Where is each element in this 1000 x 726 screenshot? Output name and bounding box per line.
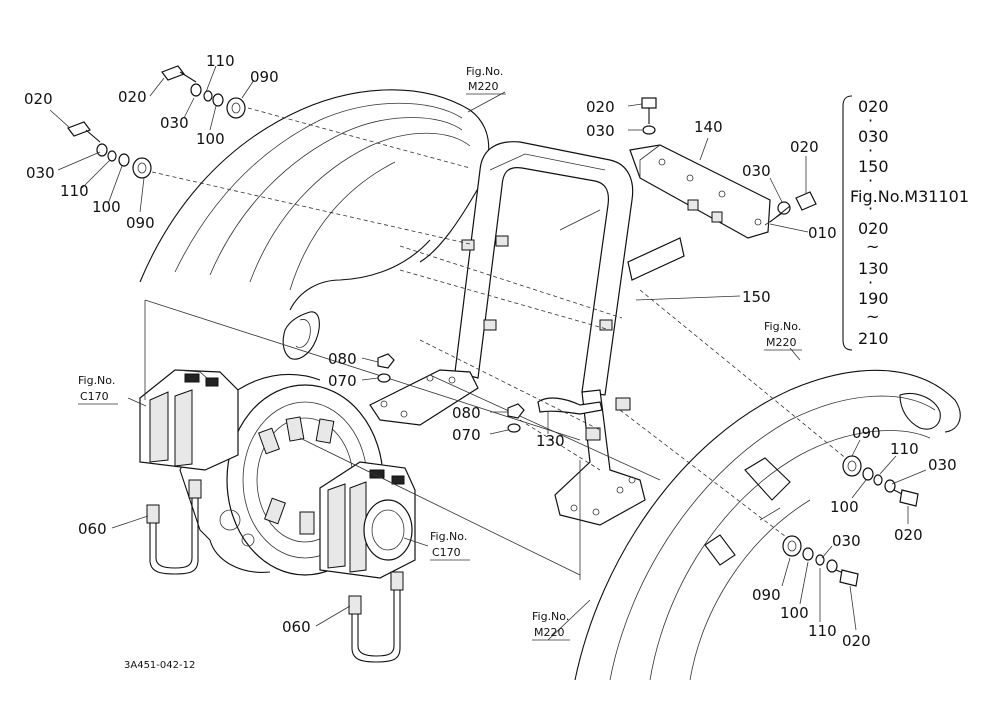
callout-140: 140 [694,118,723,136]
right-fender [574,369,961,681]
fig-ref-c170-left: Fig.No. C170 [78,374,118,405]
kit-item: 030 [858,127,889,146]
fig-ref-m220-right: Fig.No. M220 [764,320,802,351]
hardware-center [377,353,525,433]
svg-text:Fig.No.: Fig.No. [430,530,467,543]
fig-ref-c170-center: Fig.No. C170 [430,530,470,561]
part-130 [537,397,603,415]
kit-item: 020 [858,219,889,238]
svg-text:Fig.No.: Fig.No. [78,374,115,387]
fig-ref-m220-top: Fig.No. M220 [466,65,506,95]
svg-text:M220: M220 [766,336,797,349]
kit-item: Fig.No.M31101 [850,187,969,206]
hardware-top-right [641,97,817,223]
callout-100: 100 [196,130,225,148]
callout-150: 150 [742,288,771,306]
svg-text:M220: M220 [468,80,499,93]
guide-lines [144,207,791,580]
callout-030: 030 [832,532,861,550]
callout-020: 020 [586,98,615,116]
diagram-code: 3A451-042-12 [124,660,195,671]
axle-housing [179,373,384,576]
callout-100: 100 [780,604,809,622]
callout-080: 080 [452,404,481,422]
svg-text:C170: C170 [432,546,461,559]
hardware-right [782,455,919,587]
kit-sep: · [868,171,873,190]
svg-text:Fig.No.: Fig.No. [532,610,569,623]
callout-020: 020 [790,138,819,156]
callout-030: 030 [928,456,957,474]
kit-item: 020 [858,97,889,116]
callout-100: 100 [830,498,859,516]
callout-090: 090 [250,68,279,86]
callout-110: 110 [206,52,235,70]
callout-060: 060 [78,520,107,538]
callout-070: 070 [452,426,481,444]
callout-020: 020 [118,88,147,106]
top-bracket-140 [629,144,771,239]
figure-references: Fig.No. M220 Fig.No. M220 Fig.No. M220 F… [78,65,802,641]
kit-sep: ~ [866,307,879,326]
callout-020: 020 [842,632,871,650]
callout-060: 060 [282,618,311,636]
callout-030: 030 [586,122,615,140]
kit-sep: ~ [866,237,879,256]
callout-110: 110 [890,440,919,458]
center-weight-blocks [319,461,416,579]
left-fender [139,89,490,360]
kit-item: 190 [858,289,889,308]
callout-030: 030 [742,162,771,180]
kit-item: 130 [858,259,889,278]
left-weight-blocks [139,369,239,471]
callout-090: 090 [126,214,155,232]
svg-text:M220: M220 [534,626,565,639]
callout-130: 130 [536,432,565,450]
callout-080: 080 [328,350,357,368]
kit-sep: · [868,273,873,292]
hardware-top-left [67,65,246,179]
kit-sep: · [868,199,873,218]
svg-text:Fig.No.: Fig.No. [466,65,503,78]
callout-020: 020 [894,526,923,544]
callout-100: 100 [92,198,121,216]
callout-010: 010 [808,224,837,242]
callout-030: 030 [160,114,189,132]
u-bolt-center [348,571,404,663]
callout-030: 030 [26,164,55,182]
callout-020: 020 [24,90,53,108]
fig-ref-m220-bottom: Fig.No. M220 [532,610,570,641]
callout-070: 070 [328,372,357,390]
svg-text:Fig.No.: Fig.No. [764,320,801,333]
kit-item: 210 [858,329,889,348]
callout-090: 090 [752,586,781,604]
u-bolt-left [146,479,202,575]
callout-110: 110 [808,622,837,640]
svg-text:C170: C170 [80,390,109,403]
kit-list: 020 · 030 · 150 · Fig.No.M31101 · 020 ~ … [842,95,969,351]
kit-item: 150 [858,157,889,176]
kit-sep: · [868,111,873,130]
callout-090: 090 [852,424,881,442]
kit-sep: · [868,141,873,160]
callout-labels: 020 110 090 030 100 020 030 110 100 090 … [24,52,957,650]
rops-frame [369,141,685,526]
callout-110: 110 [60,182,89,200]
alignment-lines [151,107,849,541]
